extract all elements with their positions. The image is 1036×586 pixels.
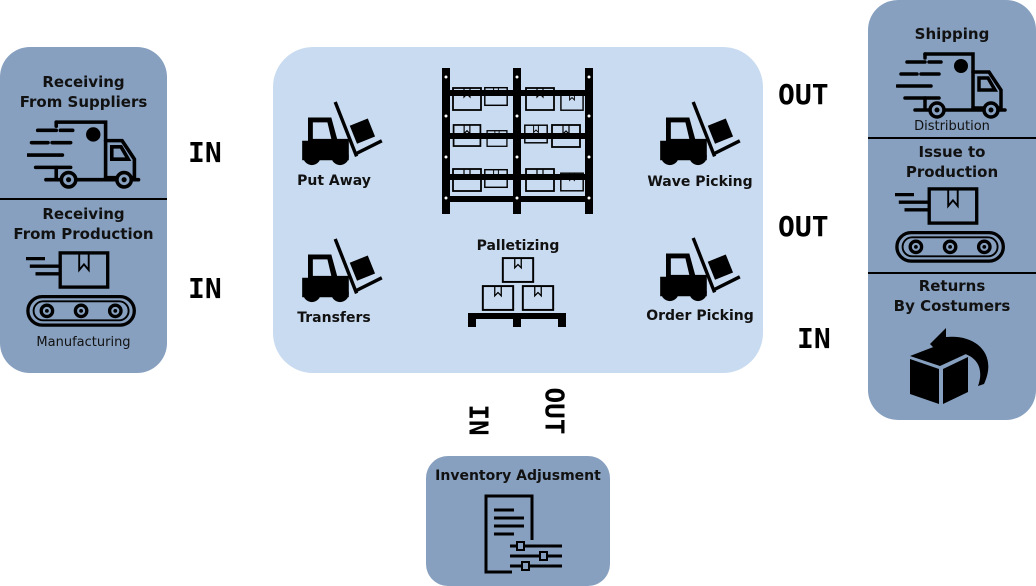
forklift-icon — [656, 100, 744, 168]
title-line: Returns — [918, 277, 986, 295]
divider — [0, 198, 167, 200]
inventory-adjustment-panel — [426, 456, 610, 586]
receiving-suppliers-title: Receiving From Suppliers — [0, 72, 167, 112]
divider — [868, 272, 1036, 274]
flow-out-shipping: OUT — [778, 78, 829, 111]
shipping-title: Shipping — [914, 25, 990, 43]
palletizing-label: Palletizing — [476, 238, 560, 254]
flow-in-production: IN — [188, 272, 222, 305]
conveyor-box-icon — [26, 250, 140, 328]
manufacturing-caption: Manufacturing — [36, 335, 131, 350]
pallet-boxes-icon — [468, 257, 566, 327]
title-line: Production — [905, 163, 999, 181]
divider — [868, 137, 1036, 139]
title-line: From Suppliers — [19, 93, 148, 111]
flow-out-adjustment: OUT — [538, 387, 569, 435]
order-picking-label: Order Picking — [646, 308, 754, 324]
flow-in-suppliers: IN — [188, 136, 222, 169]
put-away-label: Put Away — [297, 173, 371, 189]
conveyor-box-icon — [895, 186, 1009, 264]
document-settings-icon — [484, 494, 562, 574]
inventory-adjustment-title: Inventory Adjusment — [435, 468, 601, 484]
title-line: Receiving — [42, 205, 125, 223]
forklift-icon — [656, 236, 744, 304]
return-box-icon — [910, 328, 989, 404]
flow-out-issue: OUT — [778, 210, 829, 243]
wave-picking-label: Wave Picking — [647, 174, 753, 190]
receiving-production-title: Receiving From Production — [0, 204, 167, 244]
transfers-label: Transfers — [297, 310, 371, 326]
distribution-caption: Distribution — [914, 119, 990, 134]
left-receiving-panel — [0, 47, 167, 373]
shelving-rack-icon — [442, 68, 593, 214]
forklift-icon — [298, 237, 386, 305]
delivery-truck-icon — [27, 118, 141, 190]
returns-title: Returns By Costumers — [868, 276, 1036, 316]
title-line: Issue to — [918, 143, 986, 161]
title-line: Receiving — [42, 73, 125, 91]
title-line: By Costumers — [893, 297, 1011, 315]
forklift-icon — [298, 100, 386, 168]
delivery-truck-icon — [896, 50, 1008, 120]
title-line: From Production — [13, 225, 154, 243]
flow-in-returns: IN — [797, 322, 831, 355]
flow-in-adjustment: IN — [462, 404, 493, 436]
issue-production-title: Issue to Production — [868, 142, 1036, 182]
